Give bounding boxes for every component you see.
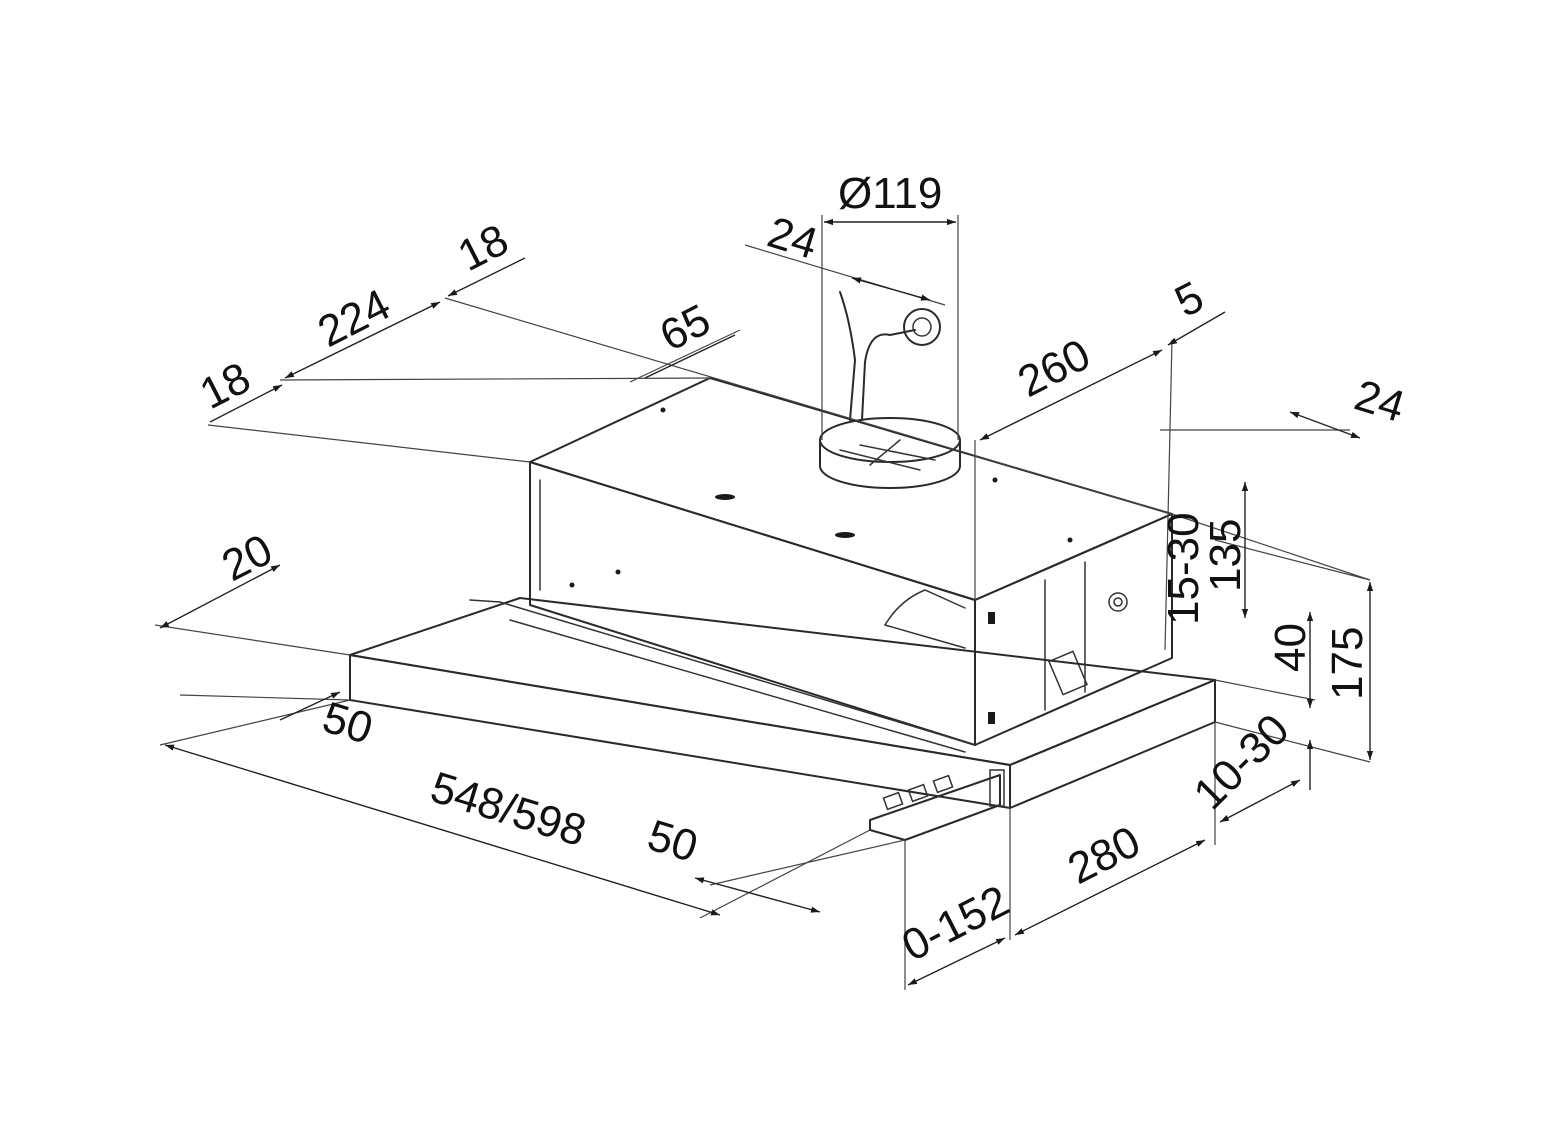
duct-collar-top bbox=[819, 417, 961, 463]
hood-body bbox=[349, 377, 1216, 841]
label-top-65: 65 bbox=[652, 295, 718, 361]
label-dim-20: 20 bbox=[214, 525, 280, 591]
dimension-lines bbox=[159, 218, 1374, 986]
front-visor bbox=[869, 774, 1001, 841]
label-width-548-598: 548/598 bbox=[425, 763, 591, 856]
label-dim-10-30: 10-30 bbox=[1184, 705, 1298, 819]
label-top-224: 224 bbox=[310, 280, 398, 357]
label-dim-0-152: 0-152 bbox=[894, 876, 1017, 971]
label-top-18-left: 18 bbox=[192, 353, 258, 419]
power-cable bbox=[839, 291, 916, 421]
label-dim-135: 135 bbox=[1201, 519, 1250, 592]
cable-plug bbox=[903, 308, 941, 346]
label-duct-offset: 24 bbox=[762, 208, 823, 269]
label-front-50: 50 bbox=[642, 811, 703, 872]
lower-tray-side bbox=[1009, 679, 1216, 809]
upper-box-front bbox=[529, 461, 976, 746]
label-right-24: 24 bbox=[1349, 371, 1410, 432]
extension-lines bbox=[154, 215, 1371, 990]
label-left-50: 50 bbox=[317, 693, 378, 754]
dimension-labels: Ø119 24 18 224 18 65 5 260 24 15-30 135 … bbox=[192, 169, 1410, 971]
label-duct-diameter: Ø119 bbox=[838, 169, 942, 218]
upper-box-side bbox=[974, 513, 1173, 746]
label-dim-175: 175 bbox=[1323, 627, 1372, 700]
label-dim-5: 5 bbox=[1167, 272, 1211, 327]
exhaust-duct bbox=[819, 291, 961, 489]
label-top-18-right: 18 bbox=[450, 215, 516, 281]
label-dim-15-30: 15-30 bbox=[1159, 512, 1208, 625]
label-dim-280: 280 bbox=[1060, 817, 1148, 894]
label-dim-40: 40 bbox=[1266, 623, 1315, 672]
label-dim-260: 260 bbox=[1010, 330, 1098, 407]
